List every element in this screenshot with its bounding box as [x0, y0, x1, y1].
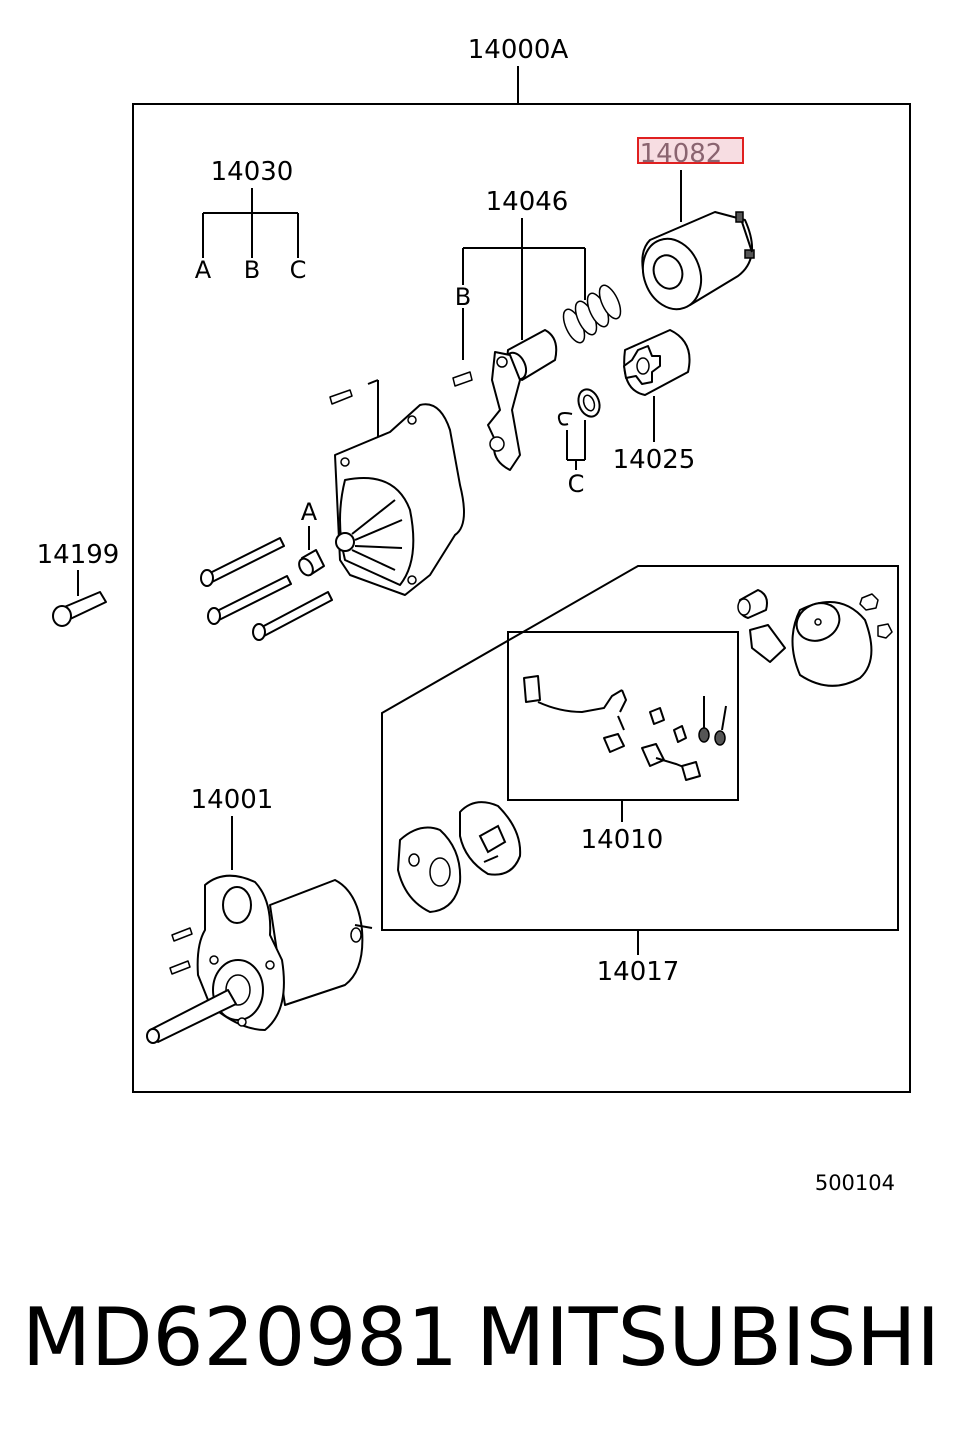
subassembly-frame-14017 — [381, 565, 899, 931]
snap-rings: C — [557, 388, 601, 498]
ref-c-top: C — [290, 256, 307, 284]
ref-b-top: B — [244, 256, 260, 284]
bushing-a: A — [298, 498, 325, 577]
part-label-14199[interactable]: 14199 — [37, 540, 120, 570]
group-14001: 14001 — [146, 785, 373, 1044]
part-label-14082[interactable]: 14082 — [640, 139, 723, 169]
plunger-spring — [562, 284, 622, 344]
caption-part-number: MD620981 — [22, 1291, 458, 1384]
through-bolts — [200, 537, 333, 641]
part-label-14010[interactable]: 14010 — [581, 825, 664, 855]
part-label-14001[interactable]: 14001 — [191, 785, 274, 815]
ref-a-mid: A — [301, 498, 318, 526]
figure-code: 500104 — [815, 1171, 895, 1195]
ref-b-mid: B — [455, 283, 471, 311]
group-14199: 14199 — [37, 540, 120, 627]
assembly-frame — [132, 103, 911, 1093]
part-label-14025[interactable]: 14025 — [613, 445, 696, 475]
assembly-label[interactable]: 14000A — [468, 35, 569, 65]
rear-plates — [397, 801, 522, 913]
part-label-14017[interactable]: 14017 — [597, 957, 680, 987]
front-bracket — [329, 379, 465, 596]
plunger-lever — [452, 329, 558, 471]
ref-a-top: A — [195, 256, 212, 284]
group-14046: 14046 B — [455, 187, 586, 360]
pinion-gear: 14025 — [613, 329, 696, 475]
solenoid-part — [641, 211, 755, 311]
group-14082: 14082 — [637, 137, 744, 222]
part-label-14030[interactable]: 14030 — [211, 157, 294, 187]
highlight-box — [637, 137, 744, 164]
brush-parts — [523, 675, 727, 781]
rear-bracket-parts — [737, 589, 893, 687]
group-14030: 14030 A B C — [195, 157, 307, 284]
part-label-14046[interactable]: 14046 — [486, 187, 569, 217]
caption-brand: MITSUBISHI — [476, 1291, 940, 1384]
ref-c-mid: C — [568, 470, 585, 498]
